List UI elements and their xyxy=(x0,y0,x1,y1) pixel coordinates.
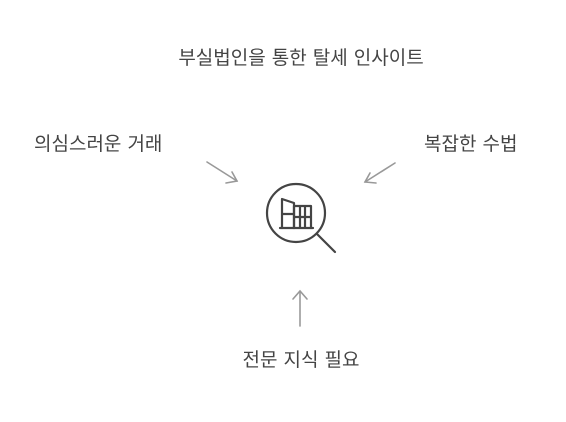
arrow-left xyxy=(206,161,239,184)
factor-label-suspicious-transactions: 의심스러운 거래 xyxy=(34,133,163,155)
arrow-right xyxy=(363,162,396,184)
arrow-bottom xyxy=(292,289,308,327)
factor-label-complex-methods: 복잡한 수법 xyxy=(424,133,518,155)
magnifier-building-icon xyxy=(265,182,337,254)
diagram-title: 부실법인을 통한 탈세 인사이트 xyxy=(178,47,424,69)
factor-label-expertise-required: 전문 지식 필요 xyxy=(242,349,360,371)
